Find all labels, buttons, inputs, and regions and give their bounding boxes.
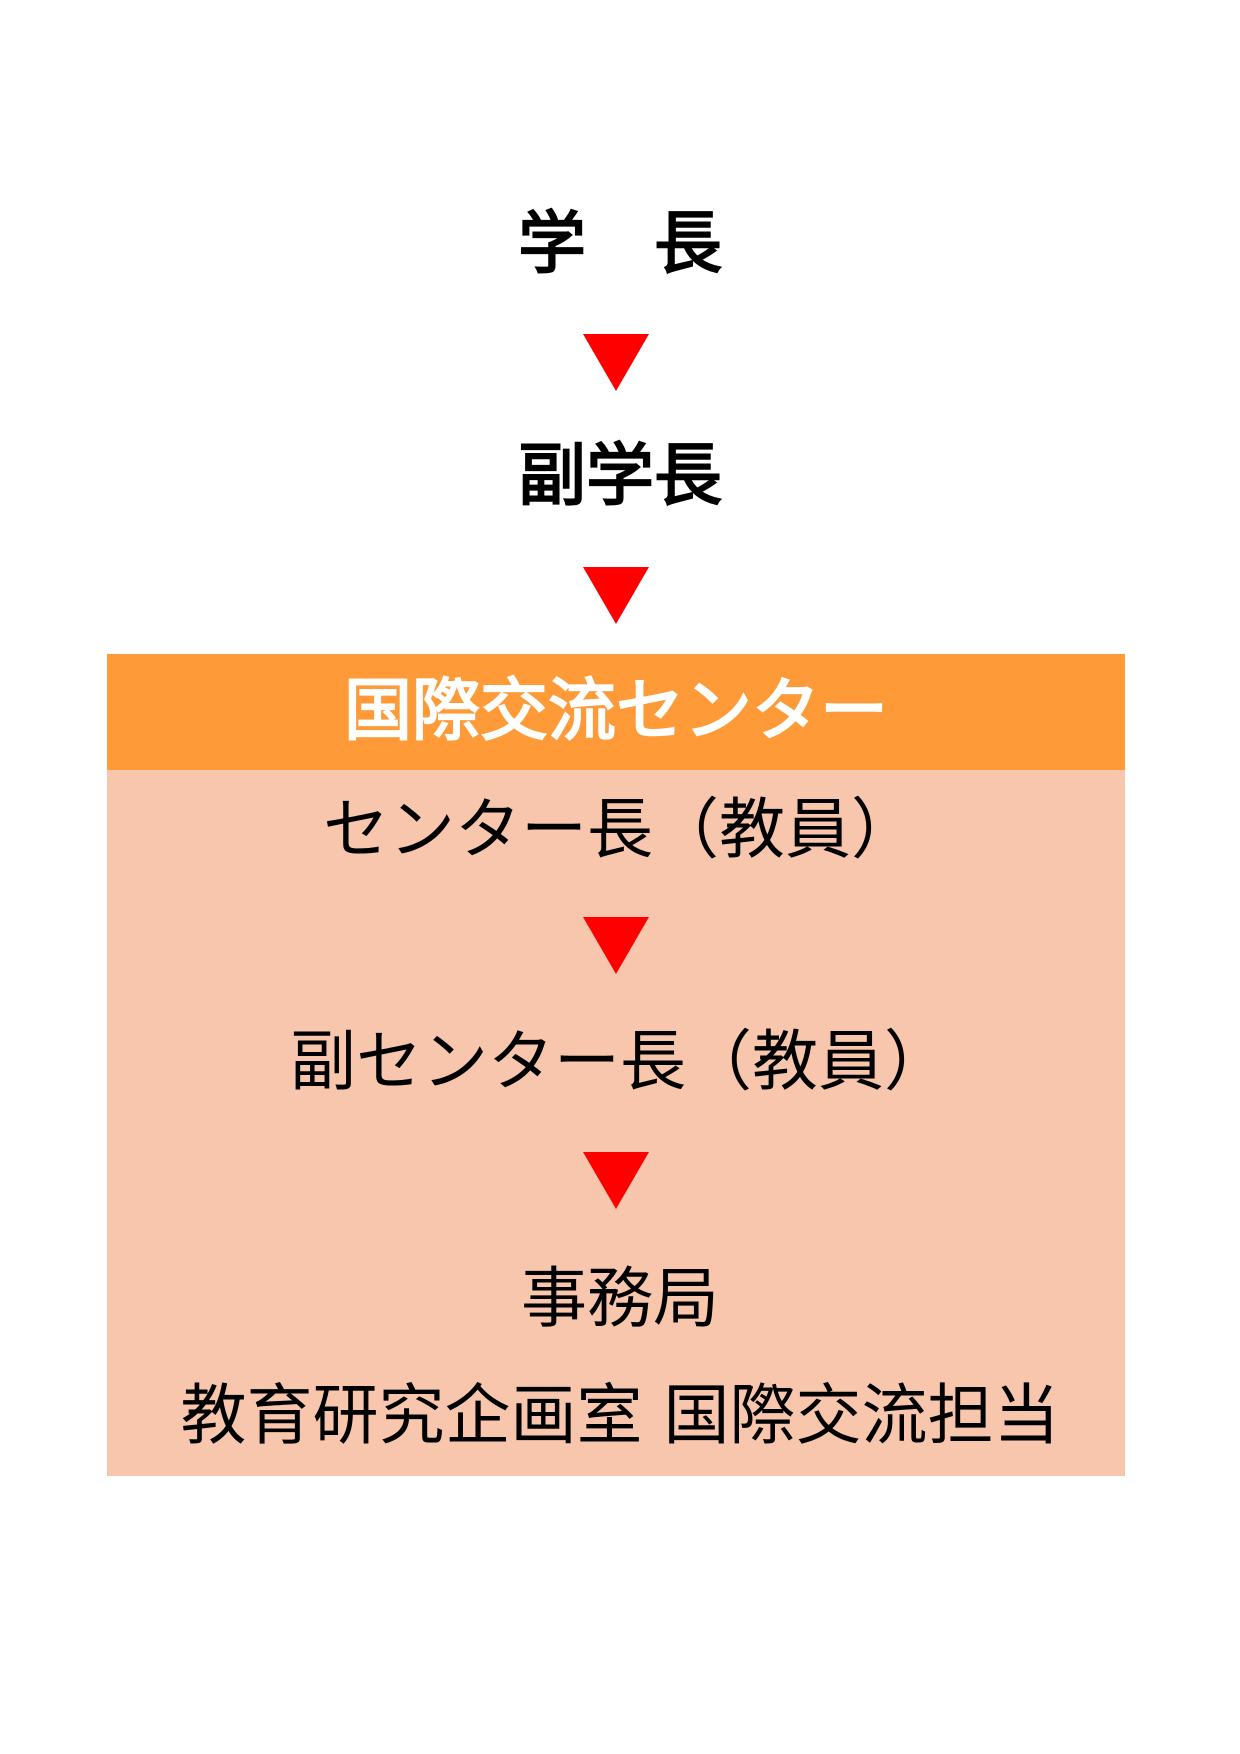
down-triangle-icon xyxy=(583,567,649,624)
down-triangle-icon xyxy=(583,334,649,391)
vice-president-label: 副学長 xyxy=(517,437,722,516)
office-label: 事務局 xyxy=(521,1260,719,1337)
international-center-box: 国際交流センター センター長（教員） 副センター長（教員） 事務局 教育研究企画… xyxy=(107,654,1125,1476)
deputy-director-label: 副センター長（教員） xyxy=(290,1023,950,1100)
down-triangle-icon xyxy=(583,917,649,974)
president-label: 学 長 xyxy=(517,205,722,284)
down-triangle-icon xyxy=(583,1152,649,1209)
office-section-label: 教育研究企画室 国際交流担当 xyxy=(180,1377,1060,1454)
center-director-label: センター長（教員） xyxy=(323,791,917,868)
center-title: 国際交流センター xyxy=(107,654,1125,770)
